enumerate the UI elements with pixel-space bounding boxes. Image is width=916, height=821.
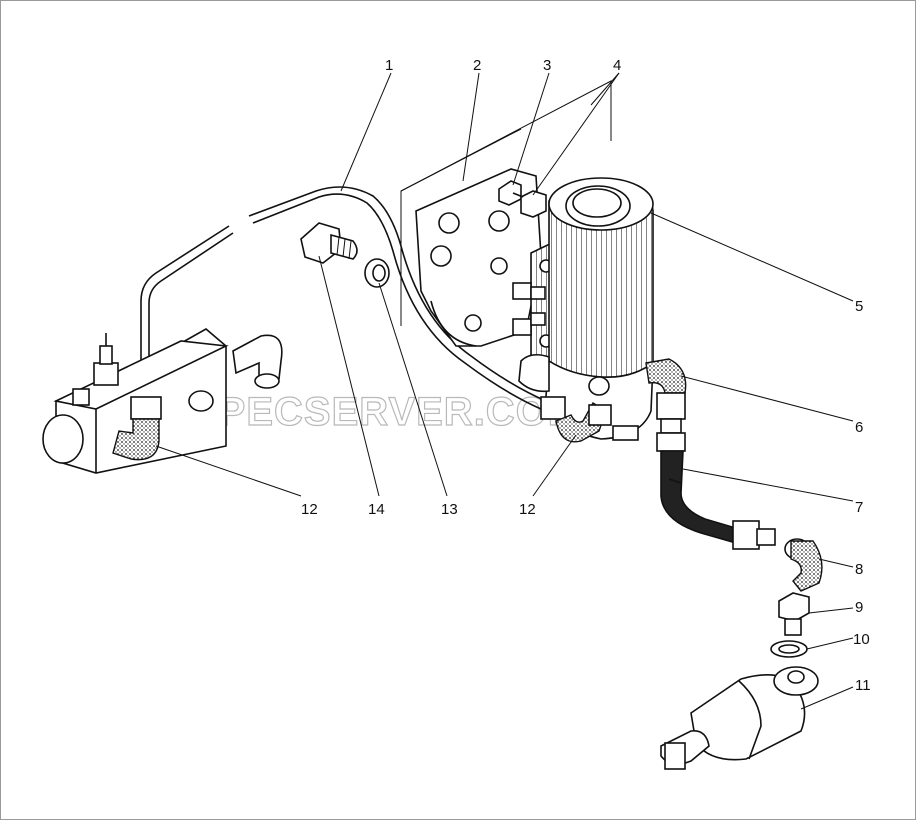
cylinder-11	[660, 666, 819, 770]
bracket-2	[415, 168, 542, 347]
callout-6: 6	[855, 419, 863, 436]
watermark-text: SPECSERVER.COM	[191, 390, 582, 434]
elbow-8	[784, 538, 823, 592]
callout-2: 2	[473, 57, 481, 74]
bolt-14	[300, 222, 358, 264]
washer-10	[770, 640, 808, 658]
left-valve-block	[42, 328, 283, 474]
frame-lines	[400, 80, 612, 326]
main-cylinder-5	[518, 177, 654, 441]
callout-labels: 1 2 3 4 5 6 7 8 9 10 11 12 12 13 14	[301, 57, 871, 694]
washer-13	[364, 258, 390, 288]
callout-14: 14	[368, 501, 385, 518]
leader-lines	[155, 72, 854, 710]
callout-4: 4	[613, 57, 621, 74]
callout-7: 7	[855, 499, 863, 516]
callout-1: 1	[385, 57, 393, 74]
elbow-12b	[540, 396, 612, 443]
callout-12-left: 12	[301, 501, 318, 518]
callout-12-right: 12	[519, 501, 536, 518]
callout-11: 11	[855, 677, 871, 694]
callout-9: 9	[855, 599, 863, 616]
callout-5: 5	[855, 298, 863, 315]
elbow-6	[645, 358, 687, 452]
bolts-3-4	[498, 180, 547, 218]
fitting-9	[778, 592, 810, 636]
callout-13: 13	[441, 501, 458, 518]
tube-1	[140, 186, 547, 410]
hose-7	[660, 450, 776, 550]
callout-3: 3	[543, 57, 551, 74]
callout-10: 10	[853, 631, 870, 648]
callout-8: 8	[855, 561, 863, 578]
